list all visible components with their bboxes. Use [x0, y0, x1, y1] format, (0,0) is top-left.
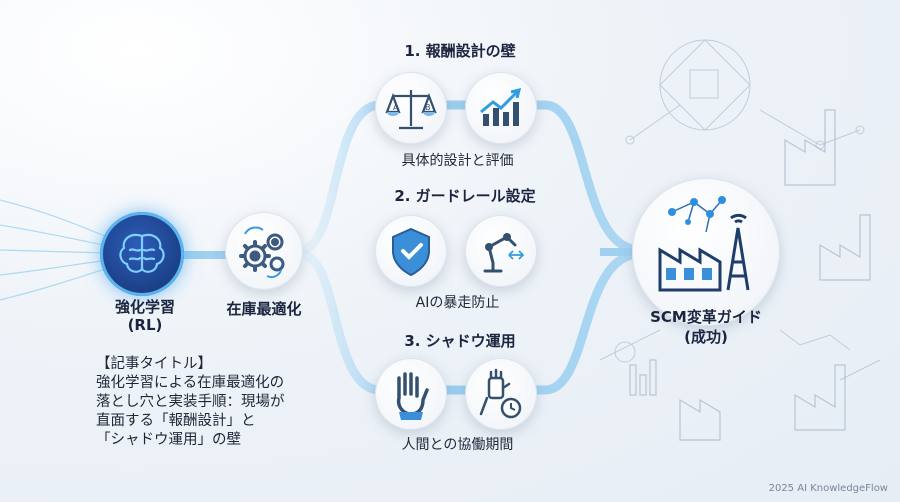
rl-node	[100, 212, 184, 296]
inventory-label: 在庫最適化	[226, 300, 302, 318]
article-heading: 【記事タイトル】	[96, 356, 212, 372]
inventory-node	[225, 212, 303, 290]
svg-text:A: A	[393, 103, 399, 112]
footer-credit: 2025 AI KnowledgeFlow	[768, 483, 888, 494]
flow-upper	[295, 100, 645, 255]
article-line: 落とし穴と実装手順：現場が	[96, 394, 285, 410]
scm-sub-label: (成功)	[684, 328, 728, 346]
article-line: 直面する「報酬設計」と	[96, 413, 256, 429]
flow-lower	[295, 249, 645, 395]
rl-label: 強化学習	[114, 298, 175, 316]
shield-check-icon	[392, 227, 430, 277]
article-line: 「シャドウ運用」の壁	[96, 432, 241, 448]
stage-3-icon-b	[465, 358, 537, 430]
robot-arm-icon	[483, 233, 525, 273]
network-decoration	[599, 39, 881, 381]
stage-3-caption: 人間との協働期間	[401, 437, 514, 453]
brain-icon	[119, 233, 165, 273]
stage-3-title: 3. シャドウ運用	[404, 332, 516, 350]
stage-2-caption: AIの暴走防止	[415, 295, 500, 311]
stage-1-icon-a: A B	[375, 72, 447, 144]
robot-hand-clock-icon	[479, 368, 522, 419]
factory-network-icon	[658, 196, 750, 292]
gears-icon	[239, 226, 285, 279]
scales-icon: A B	[385, 90, 437, 130]
growth-chart-icon	[480, 87, 522, 126]
article-title-block: 【記事タイトル】 強化学習による在庫最適化の 落とし穴と実装手順：現場が 直面す…	[96, 355, 285, 450]
rl-sub-label: (RL)	[127, 316, 163, 334]
stage-2-icon-b	[465, 215, 537, 287]
stage-2-icon-a	[375, 215, 447, 287]
human-hand-icon	[396, 372, 429, 420]
stage-1-title: 1. 報酬設計の壁	[404, 42, 516, 60]
stage-1-icon-b	[465, 72, 537, 144]
stage-2-title: 2. ガードレール設定	[394, 187, 536, 205]
scm-label: SCM変革ガイド	[650, 308, 762, 326]
svg-text:B: B	[425, 103, 431, 112]
scm-node	[632, 178, 780, 326]
article-line: 強化学習による在庫最適化の	[96, 375, 285, 391]
stage-3-icon-a	[375, 358, 447, 430]
stage-1-caption: 具体的設計と評価	[401, 153, 514, 169]
factory-sketches	[629, 109, 871, 441]
